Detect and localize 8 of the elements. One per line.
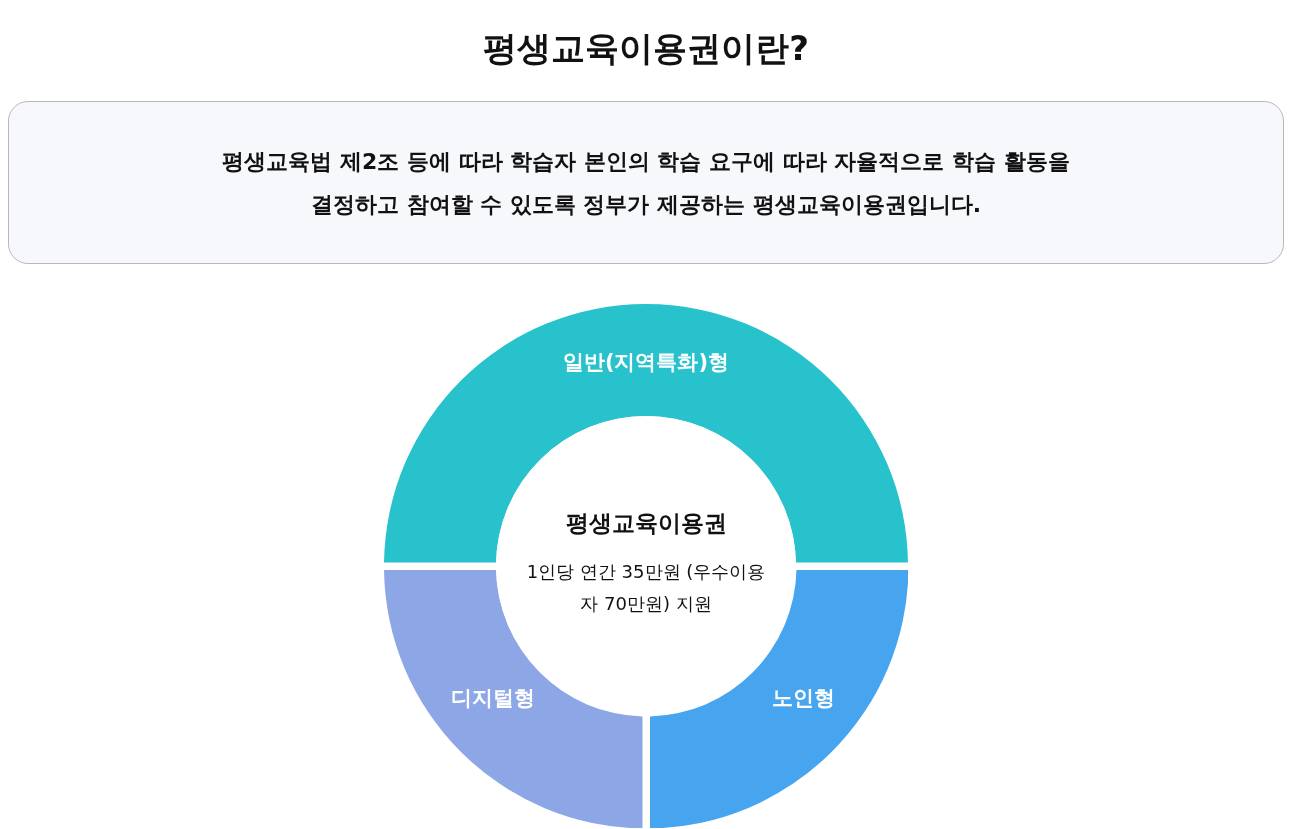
segment-label: 디지털형 xyxy=(450,685,536,712)
page-title: 평생교육이용권이란? xyxy=(483,28,809,68)
description-text: 평생교육법 제2조 등에 따라 학습자 본인의 학습 요구에 따라 자율적으로 학습 활동을 결정하고 참여할 수 있도록 정부가 제공하는 평생교육이용권입니다. xyxy=(221,147,1071,219)
segment-label: 일반(지역특화)형 xyxy=(561,349,731,376)
segment-label: 노인형 xyxy=(770,685,836,712)
center-heading: 평생교육이용권 xyxy=(565,509,727,538)
description-box xyxy=(8,101,1284,264)
center-text: 1인당 연간 35만원 (우수이용자 70만원) 지원 xyxy=(526,560,766,616)
